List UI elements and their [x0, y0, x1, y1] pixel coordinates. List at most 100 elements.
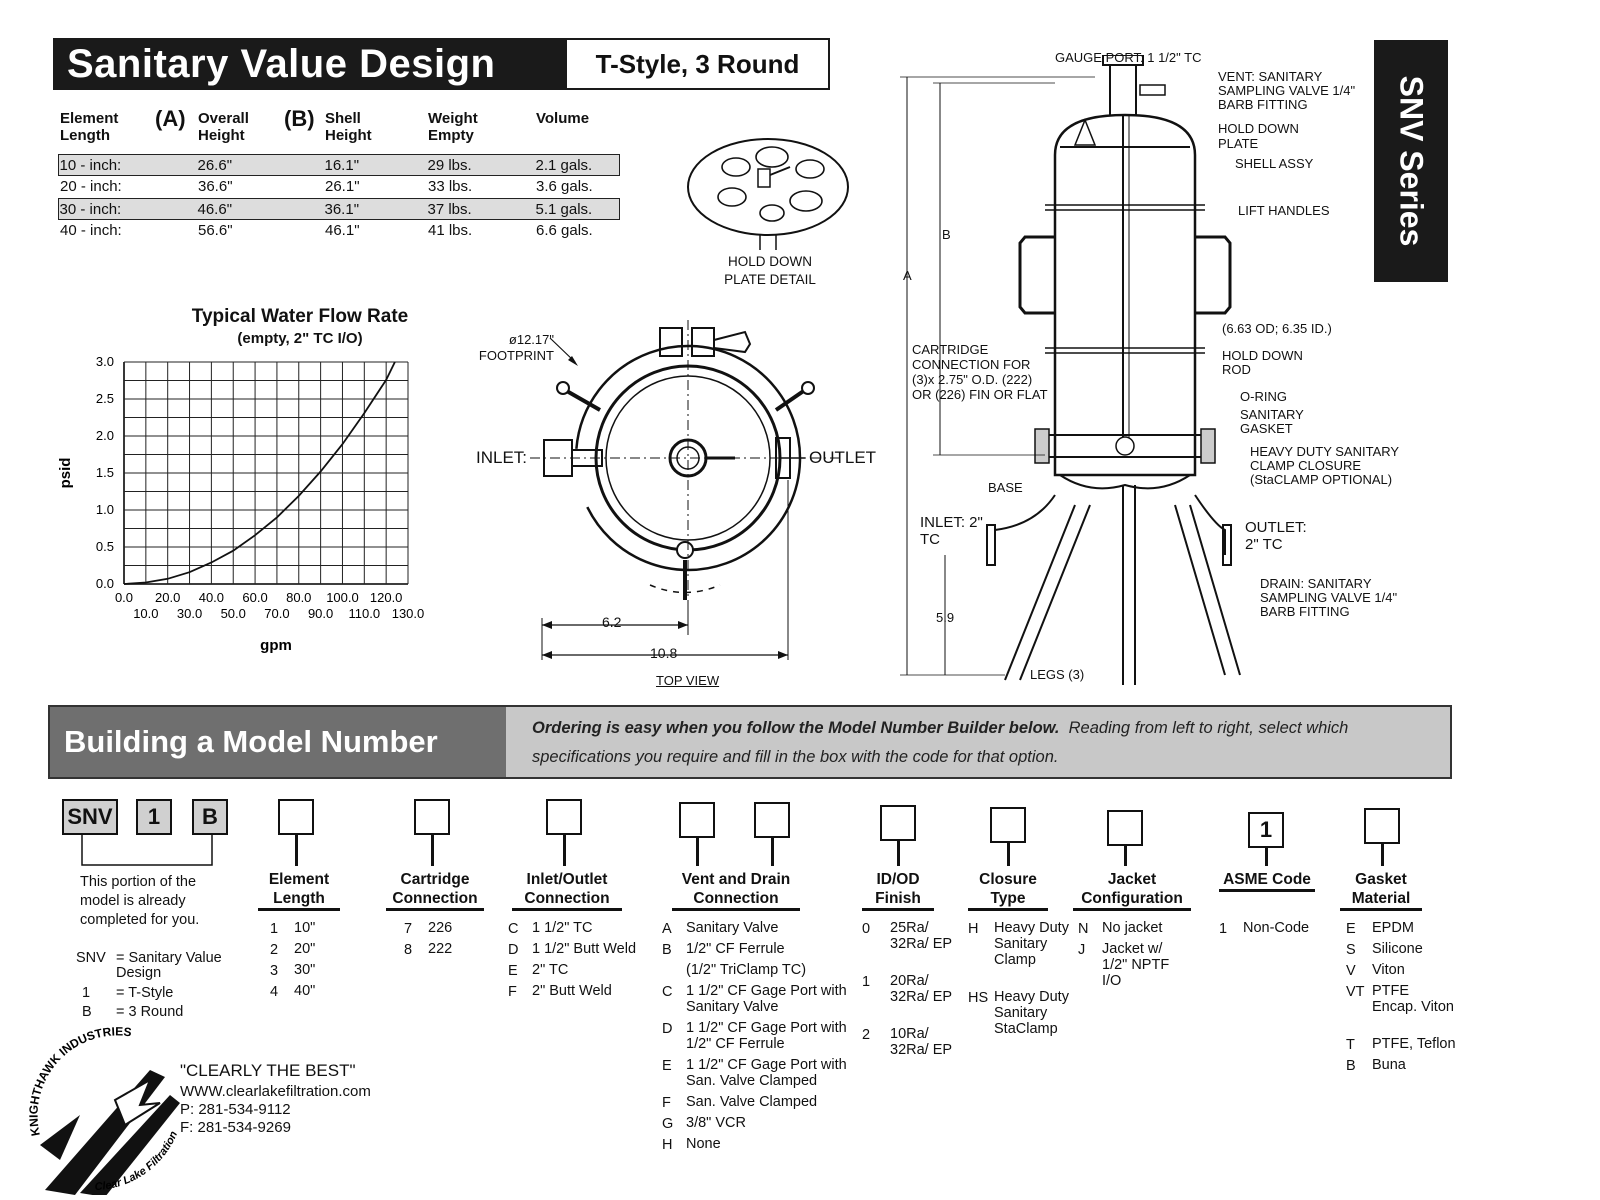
option-code: H [968, 921, 979, 937]
top-view-drawing [530, 320, 840, 660]
code-box-stem [563, 835, 566, 866]
option-code: V [1346, 963, 1356, 979]
column-heading-text: ASME Code [1219, 870, 1315, 892]
column-heading-gasket: Gasket Material [1340, 870, 1422, 911]
x-tick-label: 70.0 [264, 606, 289, 621]
hold-down-plate-callout: HOLD DOWN PLATE [1218, 121, 1299, 151]
side-outlet-label: OUTLET: 2" TC [1245, 519, 1307, 553]
spec-cell-weight: 33 lbs. [428, 178, 473, 195]
spec-cell-shell: 36.1" [324, 201, 360, 218]
code-box-asme[interactable]: 1 [1248, 812, 1284, 848]
prefilled-note: This portion of the model is already com… [80, 874, 200, 928]
legend-code: SNV [76, 950, 106, 966]
column-heading-element: Element Length [258, 870, 340, 911]
column-heading-asme: ASME Code [1219, 870, 1315, 892]
column-heading-text: Element Length [258, 870, 340, 911]
option-text: None [686, 1136, 721, 1152]
gauge-port-label: GAUGE PORT: 1 1/2" TC [1055, 50, 1202, 65]
spec-cell-overall: 46.6" [197, 201, 233, 218]
legend-code: 1 [82, 985, 91, 1001]
option-text: No jacket [1102, 920, 1163, 936]
code-box-stem [897, 841, 900, 866]
option-text: 20" [294, 941, 316, 957]
x-tick-label: 80.0 [286, 590, 311, 605]
spec-table-row: 20 - inch:36.6"26.1"33 lbs.3.6 gals. [58, 176, 628, 198]
option-text: Heavy Duty Sanitary StaClamp [994, 989, 1069, 1037]
column-heading-text: Vent and Drain Connection [672, 870, 800, 911]
page-subtitle: T-Style, 3 Round [565, 38, 830, 90]
column-heading-text: Closure Type [968, 870, 1048, 911]
spec-table-body: 10 - inch:26.6"16.1"29 lbs.2.1 gals.20 -… [58, 154, 628, 242]
cartridge-connection-label: CARTRIDGE CONNECTION FOR (3)x 2.75" O.D.… [912, 342, 1048, 402]
y-tick-label: 0.5 [96, 539, 114, 554]
shell-assy-label: SHELL ASSY [1235, 156, 1314, 171]
option-code: B [662, 942, 672, 958]
sanitary-gasket-label: SANITARY GASKET [1240, 407, 1304, 436]
prefilled-bracket [81, 835, 213, 866]
y-tick-label: 0.0 [96, 576, 114, 591]
dim-b-label: B [942, 227, 951, 242]
code-box-vent-1[interactable] [679, 802, 715, 838]
fax-number: F: 281-534-9269 [180, 1119, 291, 1136]
code-box-closure[interactable] [990, 807, 1026, 843]
code-box-finish[interactable] [880, 805, 916, 841]
legend-row: B= 3 Round [76, 1003, 256, 1022]
spec-table-row: 40 - inch:56.6"46.1"41 lbs.6.6 gals. [58, 220, 628, 242]
prefilled-legend: SNV= Sanitary Value Design 1= T-Style B=… [76, 949, 256, 1022]
option-text: Buna [1372, 1057, 1406, 1073]
option-code: 4 [270, 984, 279, 1000]
option-text: Silicone [1372, 941, 1423, 957]
code-box-element[interactable] [278, 799, 314, 835]
code-box-vent-2[interactable] [754, 802, 790, 838]
legend-text: = T-Style [116, 985, 174, 1001]
code-box-jacket[interactable] [1107, 810, 1143, 846]
code-box-gasket[interactable] [1364, 808, 1400, 844]
option-code: A [662, 921, 672, 937]
spec-cell-element: 30 - inch: [59, 201, 122, 218]
knighthawk-logo: KNIGHTHAWK INDUSTRIES Clear Lake Filtrat… [26, 1025, 180, 1195]
header-volume: Volume [536, 110, 590, 127]
option-text: 1 1/2" Butt Weld [532, 941, 637, 957]
x-tick-label: 40.0 [199, 590, 224, 605]
option-text: Non-Code [1243, 920, 1310, 936]
spec-cell-volume: 3.6 gals. [536, 178, 593, 195]
code-box-stem [1124, 846, 1127, 866]
x-tick-label: 50.0 [221, 606, 246, 621]
website-link[interactable]: WWW.clearlakefiltration.com [180, 1083, 371, 1100]
x-tick-label: 110.0 [349, 606, 381, 621]
option-text: 10Ra/ 32Ra/ EP [890, 1026, 953, 1058]
option-text: Jacket w/ 1/2" NPTF I/O [1102, 941, 1170, 989]
spec-cell-shell: 46.1" [325, 222, 360, 239]
legend-code: B [82, 1004, 92, 1020]
page-title: Sanitary Value Design [53, 38, 565, 90]
code-box-inlet[interactable] [546, 799, 582, 835]
hold-down-plate-drawing [687, 138, 849, 250]
code-box-stem [295, 835, 298, 866]
option-code: 7 [404, 921, 413, 937]
option-text: 30" [294, 962, 316, 978]
series-line [123, 361, 396, 585]
chart-subtitle: (empty, 2" TC I/O) [237, 330, 363, 347]
option-text: 3/8" VCR [686, 1115, 746, 1131]
code-box-cartridge[interactable] [414, 799, 450, 835]
header-shell: Shell Height [325, 110, 372, 144]
y-axis-label: psid [57, 458, 74, 489]
option-code: F [662, 1095, 671, 1111]
side-inlet-label: INLET: 2" TC [920, 514, 983, 548]
option-code: S [1346, 942, 1356, 958]
option-code: D [662, 1021, 673, 1037]
column-heading-text: Inlet/Outlet Connection [512, 870, 622, 911]
slogan: "CLEARLY THE BEST" [180, 1061, 356, 1080]
option-text: 1 1/2" CF Gage Port with San. Valve Clam… [686, 1057, 847, 1089]
x-tick-label: 0.0 [115, 590, 133, 605]
header-element: Element Length [60, 110, 119, 144]
